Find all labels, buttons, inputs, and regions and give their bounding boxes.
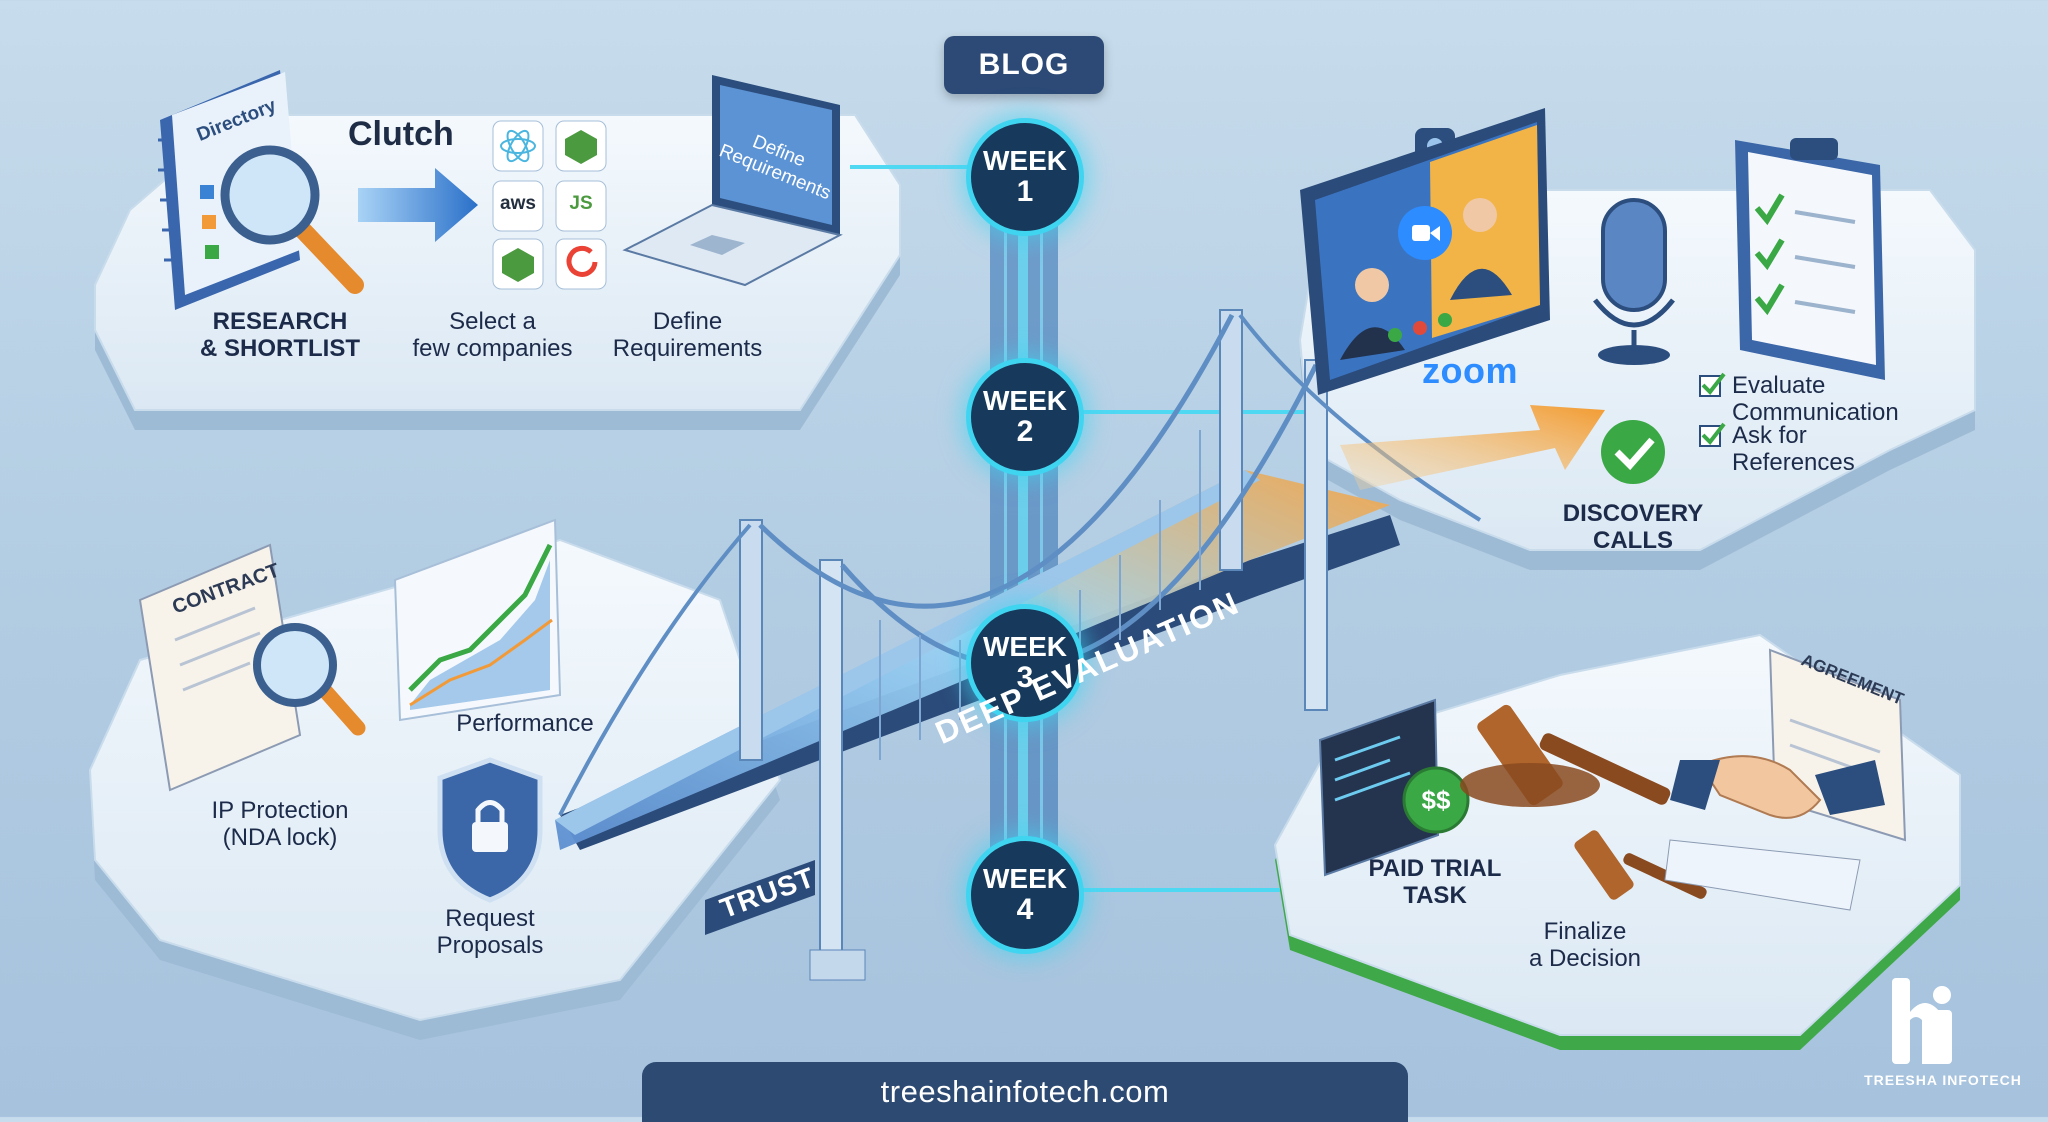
- check2-line1: Ask for: [1732, 422, 1807, 449]
- req-line2: Proposals: [436, 932, 544, 959]
- company-logo-text: TREESHA INFOTECH: [1864, 1072, 2022, 1088]
- video-call-monitor: [1300, 108, 1550, 395]
- node-icon-2: [502, 248, 534, 282]
- discovery-line1: DISCOVERY: [1562, 500, 1704, 527]
- progress-arrow: [1340, 405, 1605, 490]
- week-3-circle: WEEK 3: [966, 604, 1084, 722]
- clutch-logo: Clutch: [348, 115, 454, 153]
- evaluate-communication-item: Evaluate Communication: [1732, 372, 1899, 426]
- check1-line2: Communication: [1732, 399, 1899, 426]
- zoom-logo: zoom: [1422, 350, 1518, 391]
- money-coin-icon: [1402, 766, 1470, 834]
- finalize-decision-label: Finalize a Decision: [1500, 918, 1670, 972]
- research-label-line1: RESEARCH: [212, 308, 348, 335]
- small-checkbox-icons: [1699, 372, 1726, 447]
- ask-references-item: Ask for References: [1732, 422, 1855, 476]
- ip-line1: IP Protection: [211, 797, 349, 824]
- paid-trial-label: PAID TRIAL TASK: [1355, 855, 1515, 909]
- magnifier-icon: [220, 145, 364, 294]
- ip-protection-label: IP Protection (NDA lock): [190, 797, 370, 851]
- aws-logo: aws: [500, 193, 536, 214]
- code-screen-icon: [1318, 698, 1440, 877]
- treesha-logo-icon: [1892, 978, 1952, 1064]
- check1-line1: Evaluate: [1732, 372, 1826, 399]
- week-4-circle: WEEK 4: [966, 836, 1084, 954]
- week-2-label: WEEK: [983, 385, 1067, 416]
- week-connectors: [850, 165, 1320, 892]
- clipboard-icon: [1735, 138, 1885, 380]
- contract-scroll-icon: [138, 543, 302, 792]
- ip-line2: (NDA lock): [222, 824, 338, 851]
- blog-badge: BLOG: [944, 36, 1104, 94]
- paid-line2: TASK: [1403, 882, 1467, 909]
- handshake-icon: [1670, 755, 1885, 819]
- paid-line1: PAID TRIAL: [1368, 855, 1502, 882]
- discovery-line2: CALLS: [1593, 527, 1673, 554]
- week-3-number: 3: [1016, 661, 1034, 694]
- define-requirements-label: Define Requirements: [600, 308, 775, 362]
- define-line2: Requirements: [612, 335, 763, 362]
- research-label: RESEARCH & SHORTLIST: [200, 308, 360, 362]
- money-symbol: $$: [1421, 785, 1451, 815]
- week-4-number: 4: [1016, 893, 1034, 926]
- research-label-line2: & SHORTLIST: [200, 335, 360, 362]
- performance-label: Performance: [456, 710, 594, 737]
- success-check-icon: [1601, 420, 1665, 484]
- gavel-icon: [1460, 704, 1671, 807]
- req-line1: Request: [445, 905, 535, 932]
- performance-chart-icon: [393, 518, 562, 722]
- select-line2: few companies: [412, 335, 573, 362]
- laptop-icon: [622, 75, 843, 287]
- fin-line1: Finalize: [1543, 918, 1627, 945]
- define-line1: Define: [652, 308, 723, 335]
- tech-logo-grid: [492, 120, 607, 290]
- js-logo: JS: [569, 193, 593, 214]
- contract-magnifier-icon: [253, 623, 366, 736]
- fin-line2: a Decision: [1528, 945, 1642, 972]
- week-1-number: 1: [1016, 175, 1034, 208]
- google-icon: [566, 245, 598, 277]
- node-icon: [565, 130, 597, 164]
- select-companies-label: Select a few companies: [400, 308, 585, 362]
- timeline-column: [990, 160, 1058, 920]
- week-1-label: WEEK: [983, 145, 1067, 176]
- week-2-number: 2: [1016, 415, 1034, 448]
- research-arrow: [358, 168, 478, 242]
- microphone-icon: [1593, 198, 1675, 365]
- week-4-label: WEEK: [983, 863, 1067, 894]
- check2-line2: References: [1732, 449, 1855, 476]
- react-icon: [500, 129, 536, 163]
- week-1-circle: WEEK 1: [966, 118, 1084, 236]
- request-proposals-label: Request Proposals: [420, 905, 560, 959]
- week-3-label: WEEK: [983, 631, 1067, 662]
- website-url-footer[interactable]: treeshainfotech.com: [642, 1062, 1408, 1122]
- week-2-circle: WEEK 2: [966, 358, 1084, 476]
- select-line1: Select a: [449, 308, 536, 335]
- shield-lock-icon: [437, 757, 543, 903]
- discovery-calls-label: DISCOVERY CALLS: [1558, 500, 1708, 554]
